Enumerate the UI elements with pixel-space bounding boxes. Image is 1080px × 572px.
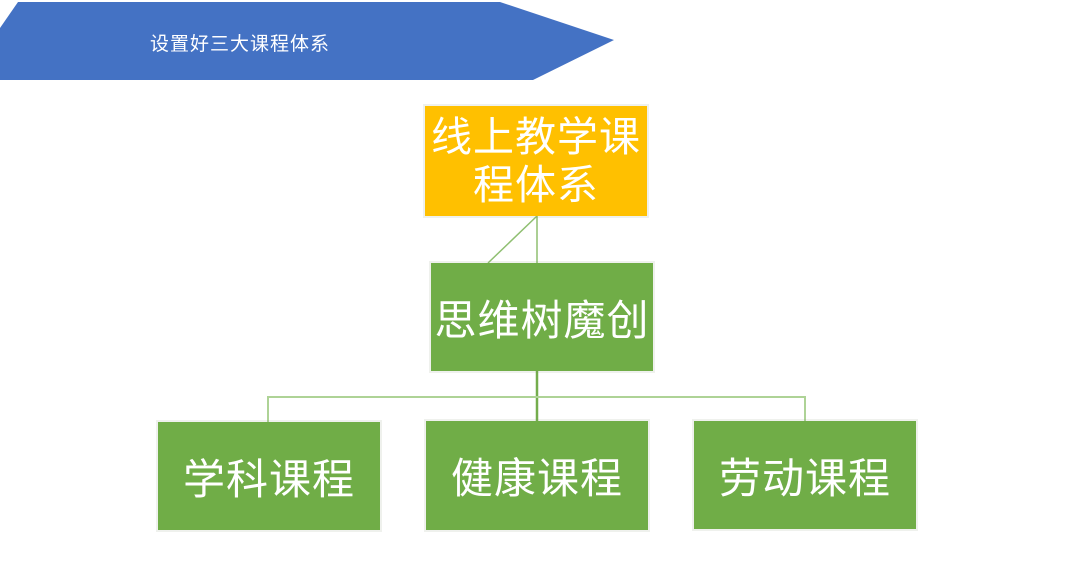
node-root-line-1: 线上教学课: [431, 114, 641, 160]
node-health-courses: 健康课程: [426, 421, 648, 530]
connector-children-bracket: [267, 396, 806, 422]
banner-title: 设置好三大课程体系: [150, 34, 331, 55]
node-subject-courses: 学科课程: [158, 422, 380, 530]
node-labor-courses: 劳动课程: [694, 421, 916, 529]
node-online-teaching-course-system: 线上教学课 程体系: [425, 106, 647, 216]
node-root-line-2: 程体系: [473, 162, 599, 208]
node-thinking-tree: 思维树魔创: [431, 263, 653, 371]
banner-arrow: [0, 2, 614, 80]
banner-arrow-shape: [0, 2, 614, 80]
connector-root-to-middle-diagonal: [487, 215, 538, 264]
